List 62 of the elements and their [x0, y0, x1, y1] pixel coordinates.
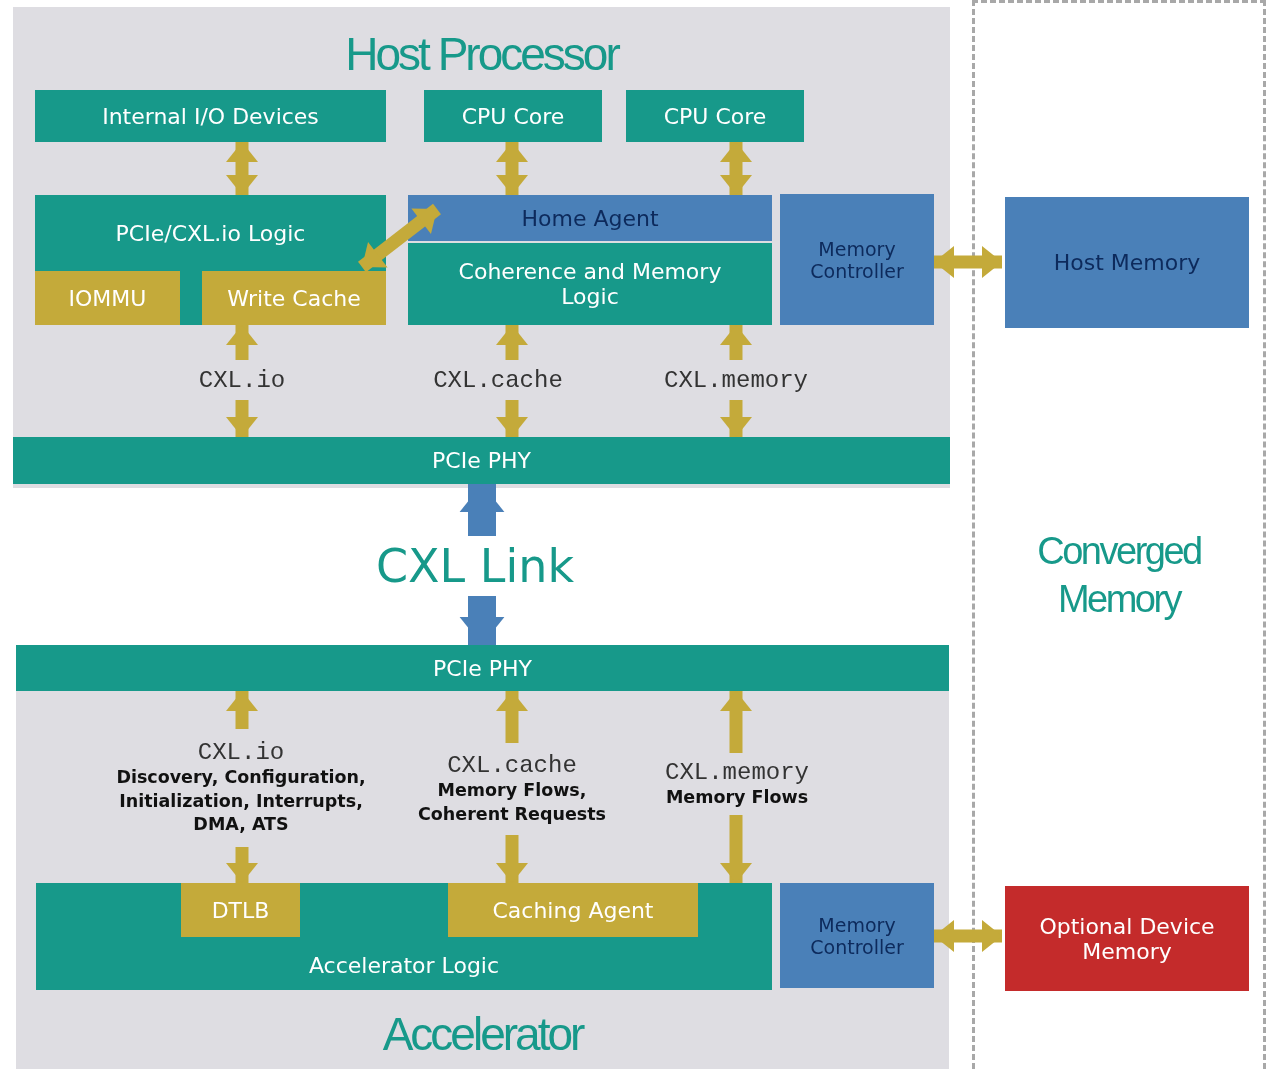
box-label: PCIe/CXL.io Logic [115, 220, 306, 246]
box-label: Home Agent [521, 205, 659, 231]
process-box [35, 90, 386, 142]
protocol-name: CXL Link [375, 539, 575, 593]
process-box [408, 243, 772, 325]
arrow [226, 691, 258, 729]
box-label: Caching Agent [492, 897, 654, 923]
box-label: DTLB [211, 897, 270, 923]
arrow [720, 691, 752, 753]
double-arrow [358, 203, 441, 273]
process-box [448, 883, 698, 937]
arrow [496, 691, 528, 743]
description-text: Memory Flows [665, 785, 809, 809]
box-label: Write Cache [227, 285, 361, 311]
box-label: PCIe PHY [432, 448, 531, 473]
arrow [720, 815, 752, 883]
converged-memory-region [972, 0, 1266, 1069]
description-text: Memory Flows, Coherent Requests [417, 778, 607, 826]
protocol-name: CXL.io [197, 739, 285, 767]
box-label: Host Memory [1053, 250, 1201, 275]
double-arrow [934, 246, 1002, 278]
box-label: CPU Core [461, 103, 565, 129]
logic-box [36, 883, 772, 990]
process-box [424, 90, 602, 142]
process-box [780, 194, 934, 325]
box-label: Internal I/O Devices [102, 103, 319, 129]
double-arrow [934, 920, 1002, 952]
host-processor-panel [13, 7, 950, 488]
box-label: Optional Device Memory [1038, 913, 1216, 964]
protocol-name: CXL.cache [447, 751, 577, 779]
box-label: CPU Core [663, 103, 767, 129]
box-label: Memory Controller [809, 237, 905, 282]
arrow [226, 847, 258, 883]
double-arrow [720, 142, 752, 195]
arrow [496, 835, 528, 883]
double-arrow [496, 142, 528, 195]
process-box [780, 883, 934, 988]
protocol-name: CXL.memory [665, 758, 809, 786]
memory-box [1005, 197, 1249, 328]
box-label: IOMMU [68, 285, 147, 311]
protocol-name: CXL.memory [664, 366, 808, 394]
protocol-name: CXL.io [198, 366, 286, 394]
title-text: Host Processor [345, 27, 618, 81]
process-box [626, 90, 804, 142]
process-box [202, 271, 386, 325]
phy-bar [16, 645, 949, 691]
process-box [181, 883, 300, 937]
title-text: Converged Memory [1036, 529, 1202, 622]
box-label: Memory Controller [809, 913, 905, 958]
double-arrow [226, 142, 258, 195]
phy-bar [13, 437, 950, 484]
process-box [35, 271, 180, 325]
logic-box [35, 195, 386, 325]
memory-box [1005, 886, 1249, 991]
box-label: Accelerator Logic [308, 953, 500, 978]
protocol-name: CXL.cache [433, 366, 563, 394]
title-text: Accelerator [382, 1007, 583, 1061]
box-label: PCIe PHY [433, 655, 532, 681]
description-text: Discovery, Configuration, Initialization, Interrupts, DMA, ATS [115, 766, 367, 837]
accelerator-panel [16, 645, 949, 1069]
box-label: Coherence and Memory Logic [457, 259, 723, 309]
process-box [408, 195, 772, 241]
